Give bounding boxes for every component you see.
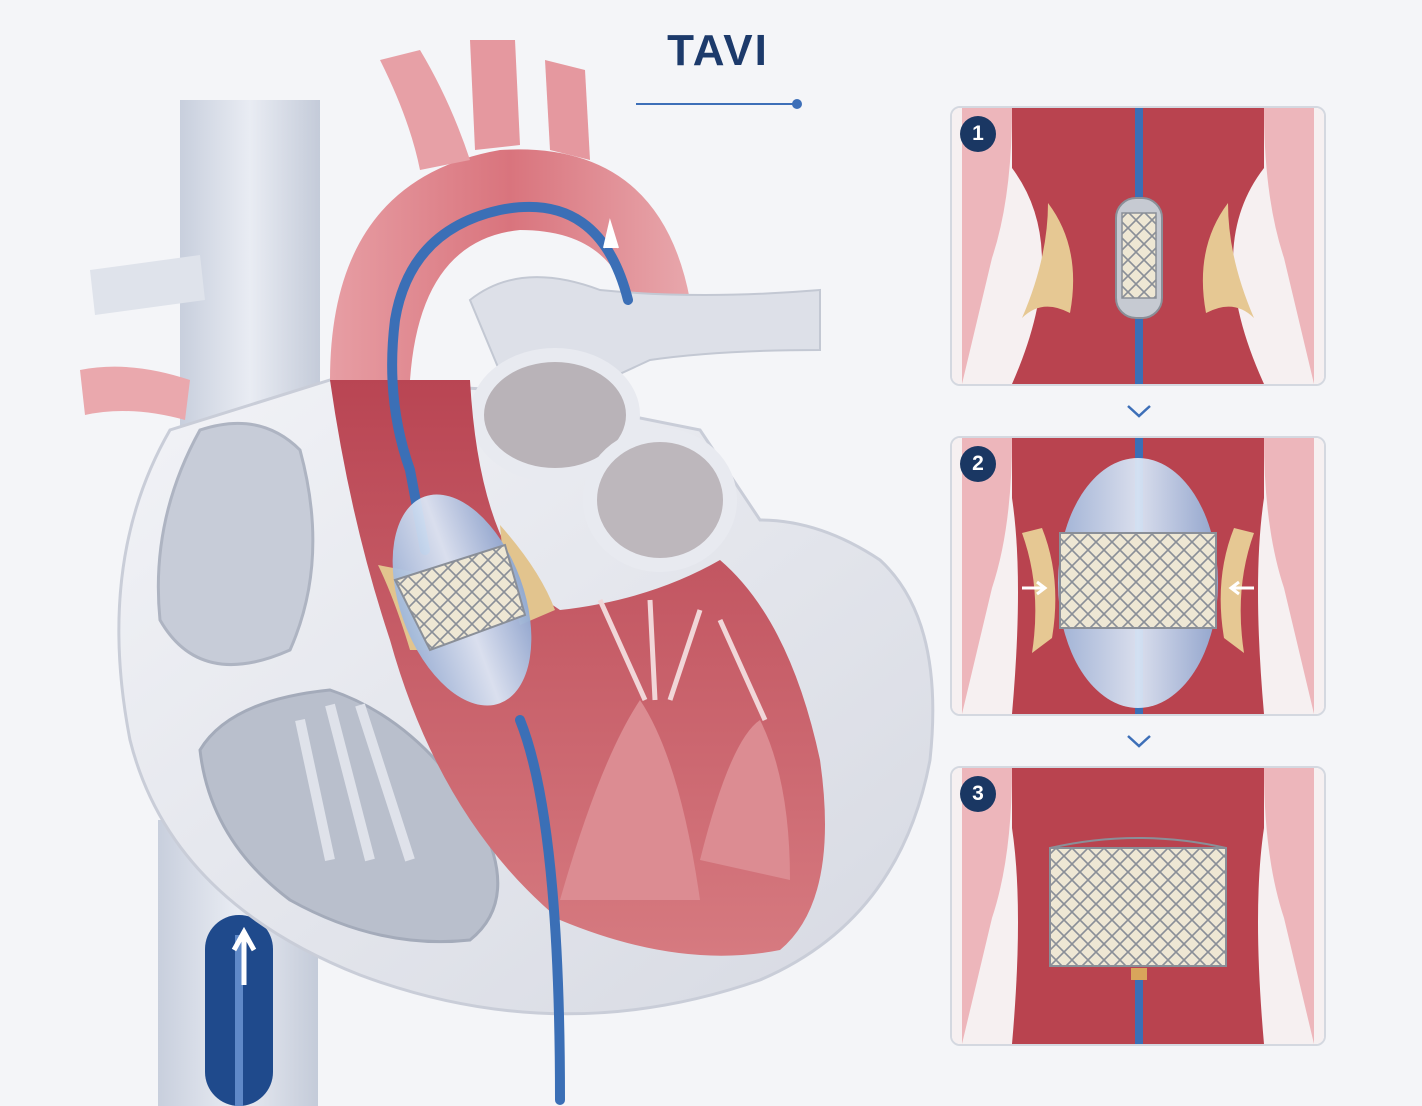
pulmonary-trunk-opening-shape [470, 348, 640, 482]
step-1-crimped-valve-illustration [952, 108, 1324, 384]
step-number-badge: 2 [960, 446, 996, 482]
step-3-deployed-valve-illustration [952, 768, 1324, 1044]
right-ventricle-shape [198, 688, 500, 944]
right-atrium-shape [156, 421, 315, 666]
aortic-arch-shape [330, 149, 690, 380]
step-2-balloon-expansion-illustration [952, 438, 1324, 714]
femoral-catheter-highlight-shape [235, 935, 243, 1106]
upward-flow-arrow-icon [231, 926, 257, 985]
heart-cross-section-illustration [80, 40, 935, 1106]
delivery-catheter-shape [387, 201, 633, 1105]
transcatheter-valve-shape [393, 543, 527, 652]
chevron-down-icon [1127, 735, 1151, 748]
step-panel-2: 2 [950, 436, 1326, 716]
left-atrium-opening-shape [583, 428, 737, 572]
aortic-branch-3-shape [545, 60, 590, 160]
step-panel-1: 1 [950, 106, 1326, 386]
aortic-branch-1-shape [380, 50, 470, 170]
step-panel-3: 3 [950, 766, 1326, 1046]
mitral-chordae-shape [597, 598, 768, 722]
arch-direction-arrow-icon [603, 218, 619, 249]
pulmonary-vein-left-shape [90, 255, 205, 315]
papillary-muscle-1-shape [560, 700, 700, 900]
page-title: TAVI [667, 26, 769, 75]
papillary-muscle-2-shape [700, 720, 790, 880]
title-underline [636, 103, 796, 105]
tricuspid-chordae-shape [295, 703, 415, 862]
aortic-branch-2-shape [470, 40, 520, 150]
chevron-down-icon [1127, 405, 1151, 418]
step-number-badge: 3 [960, 776, 996, 812]
title-underline-dot [792, 99, 802, 109]
step-number-badge: 1 [960, 116, 996, 152]
pulmonary-vessel-left-shape [80, 366, 190, 420]
